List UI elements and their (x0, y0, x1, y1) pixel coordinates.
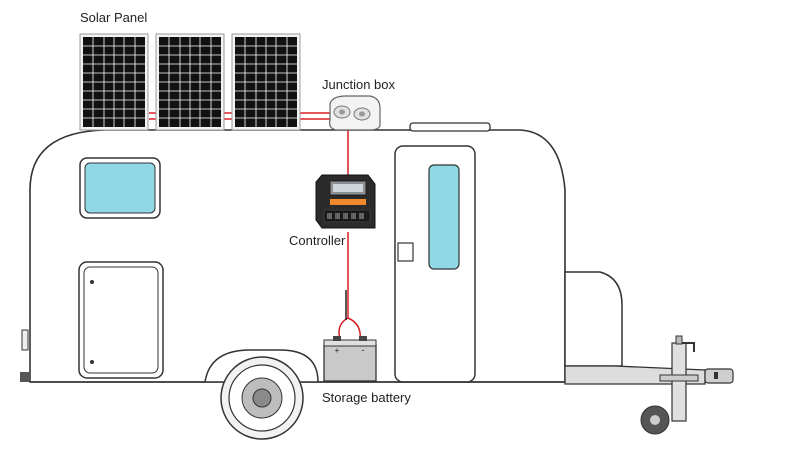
controller-label: Controller (289, 233, 346, 248)
tow-hitch (564, 335, 734, 435)
storage-battery-label: Storage battery (322, 390, 411, 405)
battery-plus-sign: + (335, 346, 340, 355)
solar-panel-1 (79, 33, 149, 131)
storage-battery: + - (323, 336, 377, 382)
charge-controller (315, 174, 376, 229)
battery-minus-sign: - (362, 345, 365, 355)
junction-box (329, 95, 381, 131)
front-compartment (564, 271, 623, 367)
junction-box-label: Junction box (322, 77, 395, 92)
wheel (220, 356, 304, 440)
solar-panel-2 (155, 33, 225, 131)
entry-door (394, 145, 476, 383)
solar-panel-array (79, 33, 301, 131)
solar-panel-3 (231, 33, 301, 131)
side-window (79, 157, 161, 219)
storage-hatch (78, 261, 164, 379)
solar-panel-label: Solar Panel (80, 10, 148, 25)
